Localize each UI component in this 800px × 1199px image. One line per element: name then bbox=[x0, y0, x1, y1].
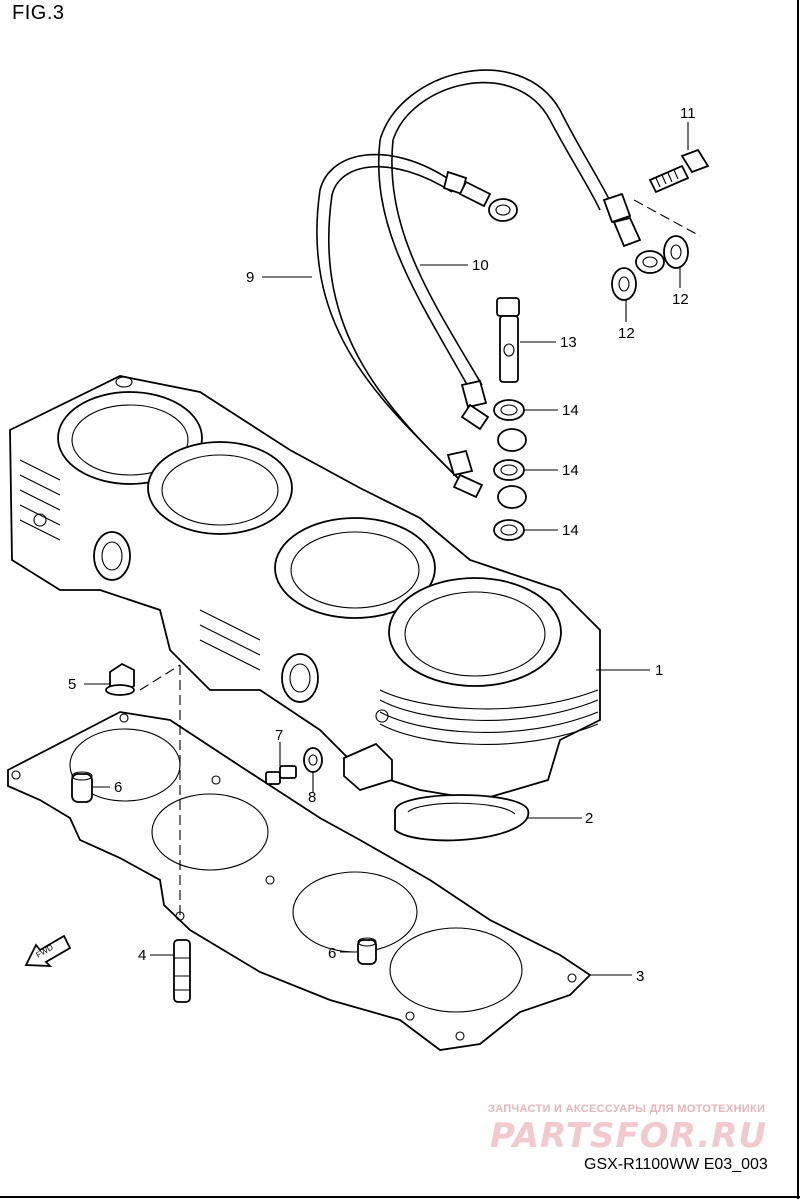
callout-4: 4 bbox=[138, 947, 146, 964]
callout-labels: 1 2 3 4 5 6 6 7 8 9 10 11 12 12 13 14 14… bbox=[68, 105, 696, 985]
callout-5: 5 bbox=[68, 676, 76, 693]
callout-14a: 14 bbox=[562, 402, 579, 419]
callout-14c: 14 bbox=[562, 522, 579, 539]
oil-hose-10 bbox=[378, 69, 665, 509]
callout-6a: 6 bbox=[114, 779, 122, 796]
right-border bbox=[797, 0, 799, 1199]
bolt-7 bbox=[265, 765, 297, 785]
cylinder-block-1 bbox=[9, 375, 601, 801]
watermark-caption: ЗАПЧАСТИ И АКСЕССУАРЫ ДЛЯ МОТОТЕХНИКИ bbox=[488, 1103, 766, 1115]
callout-2: 2 bbox=[585, 810, 593, 827]
callout-1: 1 bbox=[655, 662, 663, 679]
oil-hose-9 bbox=[316, 153, 518, 491]
callout-3: 3 bbox=[636, 968, 644, 985]
stud-4 bbox=[173, 939, 191, 1003]
leader-lines bbox=[84, 122, 689, 976]
sealing-washers-12 bbox=[611, 199, 701, 301]
fwd-arrow-icon: FWD bbox=[24, 934, 72, 967]
watermark-logo: PARTSFOR.RU bbox=[490, 1116, 768, 1156]
washer-8 bbox=[303, 747, 323, 773]
bottom-border bbox=[0, 1196, 800, 1198]
figure-title: FIG.3 bbox=[12, 2, 65, 24]
callout-14b: 14 bbox=[562, 462, 579, 479]
nut-5 bbox=[105, 662, 181, 920]
cylinder-head-gasket-3 bbox=[7, 711, 592, 1051]
callout-8: 8 bbox=[308, 789, 316, 806]
callout-10: 10 bbox=[472, 257, 489, 274]
sealing-washers-14 bbox=[493, 399, 525, 541]
callout-13: 13 bbox=[560, 334, 577, 351]
model-code: GSX-R1100WW E03_003 bbox=[584, 1156, 768, 1173]
banjo-bolt-11 bbox=[648, 148, 710, 194]
cylinder-base-gasket-2 bbox=[394, 794, 529, 842]
callout-12a: 12 bbox=[672, 291, 689, 308]
callout-7: 7 bbox=[275, 727, 283, 744]
callout-6b: 6 bbox=[328, 945, 336, 962]
callout-11: 11 bbox=[680, 105, 696, 122]
union-bolt-13 bbox=[496, 297, 520, 383]
callout-12b: 12 bbox=[618, 325, 635, 342]
callout-9: 9 bbox=[246, 269, 254, 286]
